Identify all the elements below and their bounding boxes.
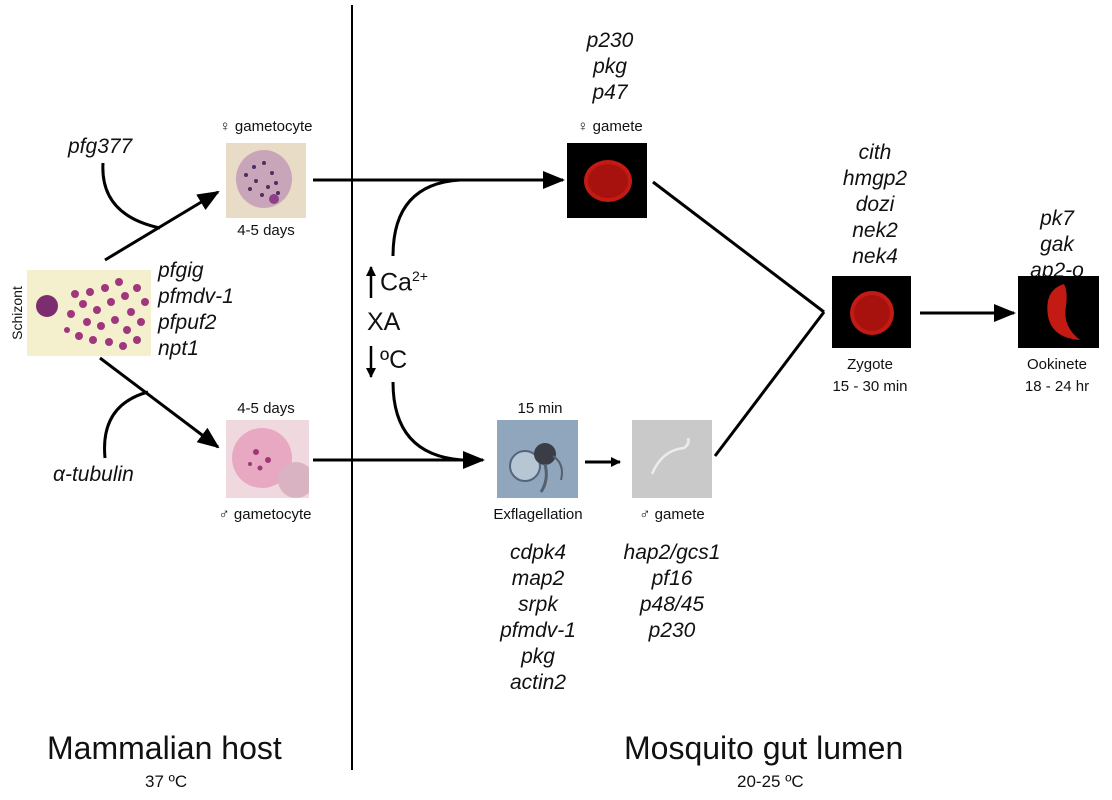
gene-label: pfmdv-1 <box>500 619 576 642</box>
gene-label: pkg <box>593 55 627 78</box>
male-gamete-micrograph <box>632 420 712 498</box>
gene-label: map2 <box>511 567 565 590</box>
trigger-curve-bottom <box>391 381 463 462</box>
female-gametocyte-micrograph <box>226 143 306 218</box>
gene-label: nek4 <box>852 245 898 268</box>
gene-label: p230 <box>586 29 634 52</box>
female-gametocyte-label: ♀ gametocyte <box>219 118 313 135</box>
gene-label: gak <box>1040 233 1074 256</box>
gene-label: pfpuf2 <box>158 311 217 334</box>
male-gamete-label: ♂ gamete <box>639 506 705 523</box>
line-male-gamete-to-zygote <box>713 311 826 457</box>
schizont-micrograph <box>27 270 151 356</box>
zygote-label: Zygote <box>847 356 893 373</box>
female-gamete-label: ♀ gamete <box>577 118 643 135</box>
gene-label: p47 <box>592 81 628 104</box>
gene-label: pfgig <box>158 259 204 282</box>
schizont-genes: pfgig pfmdv-1 pfpuf2 npt1 <box>158 258 234 362</box>
gene-label: hmgp2 <box>842 167 908 190</box>
host-temp: 37 ºC <box>145 772 188 791</box>
alpha-tubulin-curve <box>103 390 149 459</box>
male-gametocyte-micrograph <box>226 420 309 498</box>
gene-label: hap2/gcs1 <box>623 541 721 564</box>
zygote-genes: cith hmgp2 dozi nek2 nek4 <box>820 140 930 270</box>
gene-label: dozi <box>855 193 895 216</box>
gene-label: pfmdv-1 <box>158 285 234 308</box>
exflagellation-time: 15 min <box>517 400 563 417</box>
gene-label: p230 <box>648 619 696 642</box>
gene-label: p48/45 <box>639 593 705 616</box>
exflagellation-label: Exflagellation <box>493 506 583 523</box>
zygote-time: 15 - 30 min <box>832 378 908 395</box>
ookinete-label: Ookinete <box>1026 356 1088 373</box>
male-gametocyte-label: ♂ gametocyte <box>218 506 312 523</box>
line-female-gamete-to-zygote <box>652 180 825 314</box>
gene-label: cdpk4 <box>509 541 567 564</box>
gene-label: cith <box>858 141 892 164</box>
host-title: Mammalian host <box>47 730 282 766</box>
exflagellation-micrograph <box>497 420 578 498</box>
mosquito-temp: 20-25 ºC <box>737 772 804 791</box>
gene-label: pkg <box>521 645 555 668</box>
schizont-label: Schizont <box>8 286 25 340</box>
calcium-superscript: 2+ <box>411 268 428 284</box>
female-gametocyte-time: 4-5 days <box>237 222 295 239</box>
gene-label: pf16 <box>651 567 693 590</box>
ookinete-genes: pk7 gak ap2-o <box>1012 206 1102 284</box>
trigger-temp: ºC <box>380 346 408 374</box>
female-gamete-genes: p230 pkg p47 <box>560 28 660 106</box>
alpha-tubulin-gene: α-tubulin <box>53 463 134 486</box>
exflagellation-genes: cdpk4 map2 srpk pfmdv-1 pkg actin2 <box>478 540 598 696</box>
ookinete-time: 18 - 24 hr <box>1024 378 1090 395</box>
calcium-text: Ca <box>380 268 412 297</box>
gene-label: srpk <box>518 593 558 616</box>
gene-label: nek2 <box>852 219 898 242</box>
pfg377-gene: pfg377 <box>68 135 133 158</box>
gene-label: pk7 <box>1040 207 1074 230</box>
gene-label: actin2 <box>509 671 567 694</box>
female-gamete-micrograph <box>567 143 647 218</box>
arrow-schizont-to-female-gametocyte <box>104 190 220 262</box>
ookinete-micrograph <box>1018 276 1099 348</box>
trigger-curve-top <box>391 178 461 257</box>
arrow-schizont-to-male-gametocyte <box>99 356 220 449</box>
pfg377-curve <box>101 162 161 230</box>
male-gametocyte-time: 4-5 days <box>237 400 295 417</box>
trigger-calcium: Ca2+ <box>380 268 428 297</box>
zygote-micrograph <box>832 276 911 348</box>
male-gamete-genes: hap2/gcs1 pf16 p48/45 p230 <box>602 540 742 644</box>
gene-label: npt1 <box>158 337 199 360</box>
trigger-xa: XA <box>367 308 401 336</box>
mosquito-title: Mosquito gut lumen <box>624 730 904 766</box>
